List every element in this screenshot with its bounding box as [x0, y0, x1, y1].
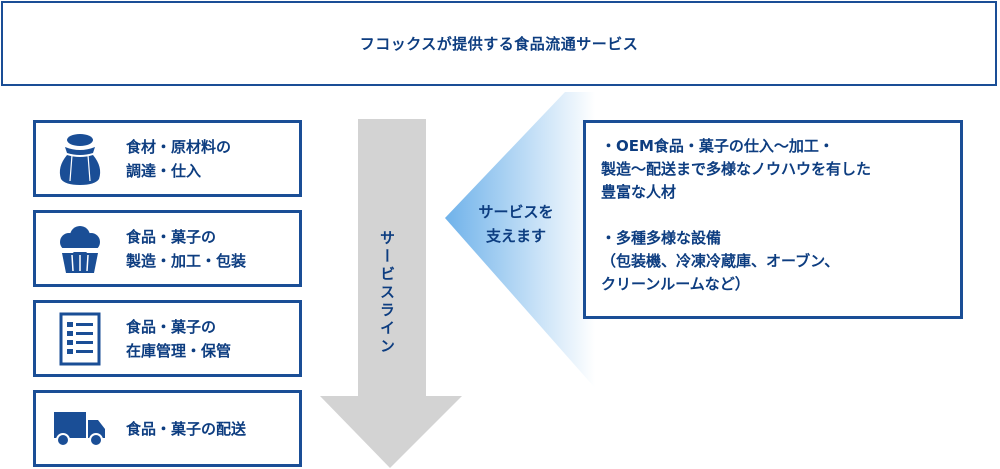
details-box: ・OEM食品・菓子の仕入〜加工・ 製造〜配送まで多様なノウハウを有した 豊富な人…: [583, 120, 963, 319]
page-title: フコックスが提供する食品流通サービス: [359, 35, 639, 53]
service-line-arrow: [320, 119, 462, 468]
support-label: サービスを 支えます: [478, 203, 554, 245]
service-label-manufacturing: 食品・菓子の 製造・加工・包装: [126, 227, 247, 270]
service-box-procurement: 食材・原材料の 調達・仕入: [33, 120, 302, 197]
service-line-label: サービスライン: [378, 230, 396, 356]
service-label-procurement: 食材・原材料の 調達・仕入: [126, 137, 232, 180]
service-box-manufacturing: 食品・菓子の 製造・加工・包装: [33, 210, 302, 287]
service-label-delivery: 食品・菓子の配送: [126, 419, 247, 438]
service-box-inventory: 食品・菓子の 在庫管理・保管: [33, 300, 302, 377]
support-gradient-shape: [445, 92, 595, 388]
service-box-delivery: 食品・菓子の配送: [33, 390, 302, 467]
muffin-icon: [50, 219, 110, 279]
detail-item-equipment: ・多種多様な設備 （包装機、冷凍冷蔵庫、オーブン、 クリーンルームなど）: [601, 229, 840, 293]
checklist-icon: [50, 309, 110, 369]
truck-icon: [50, 399, 110, 459]
detail-item-staff: ・OEM食品・菓子の仕入〜加工・ 製造〜配送まで多様なノウハウを有した 豊富な人…: [601, 137, 872, 201]
service-label-inventory: 食品・菓子の 在庫管理・保管: [126, 317, 232, 360]
page-title-box: フコックスが提供する食品流通サービス: [1, 1, 997, 86]
sack-icon: [50, 129, 110, 189]
